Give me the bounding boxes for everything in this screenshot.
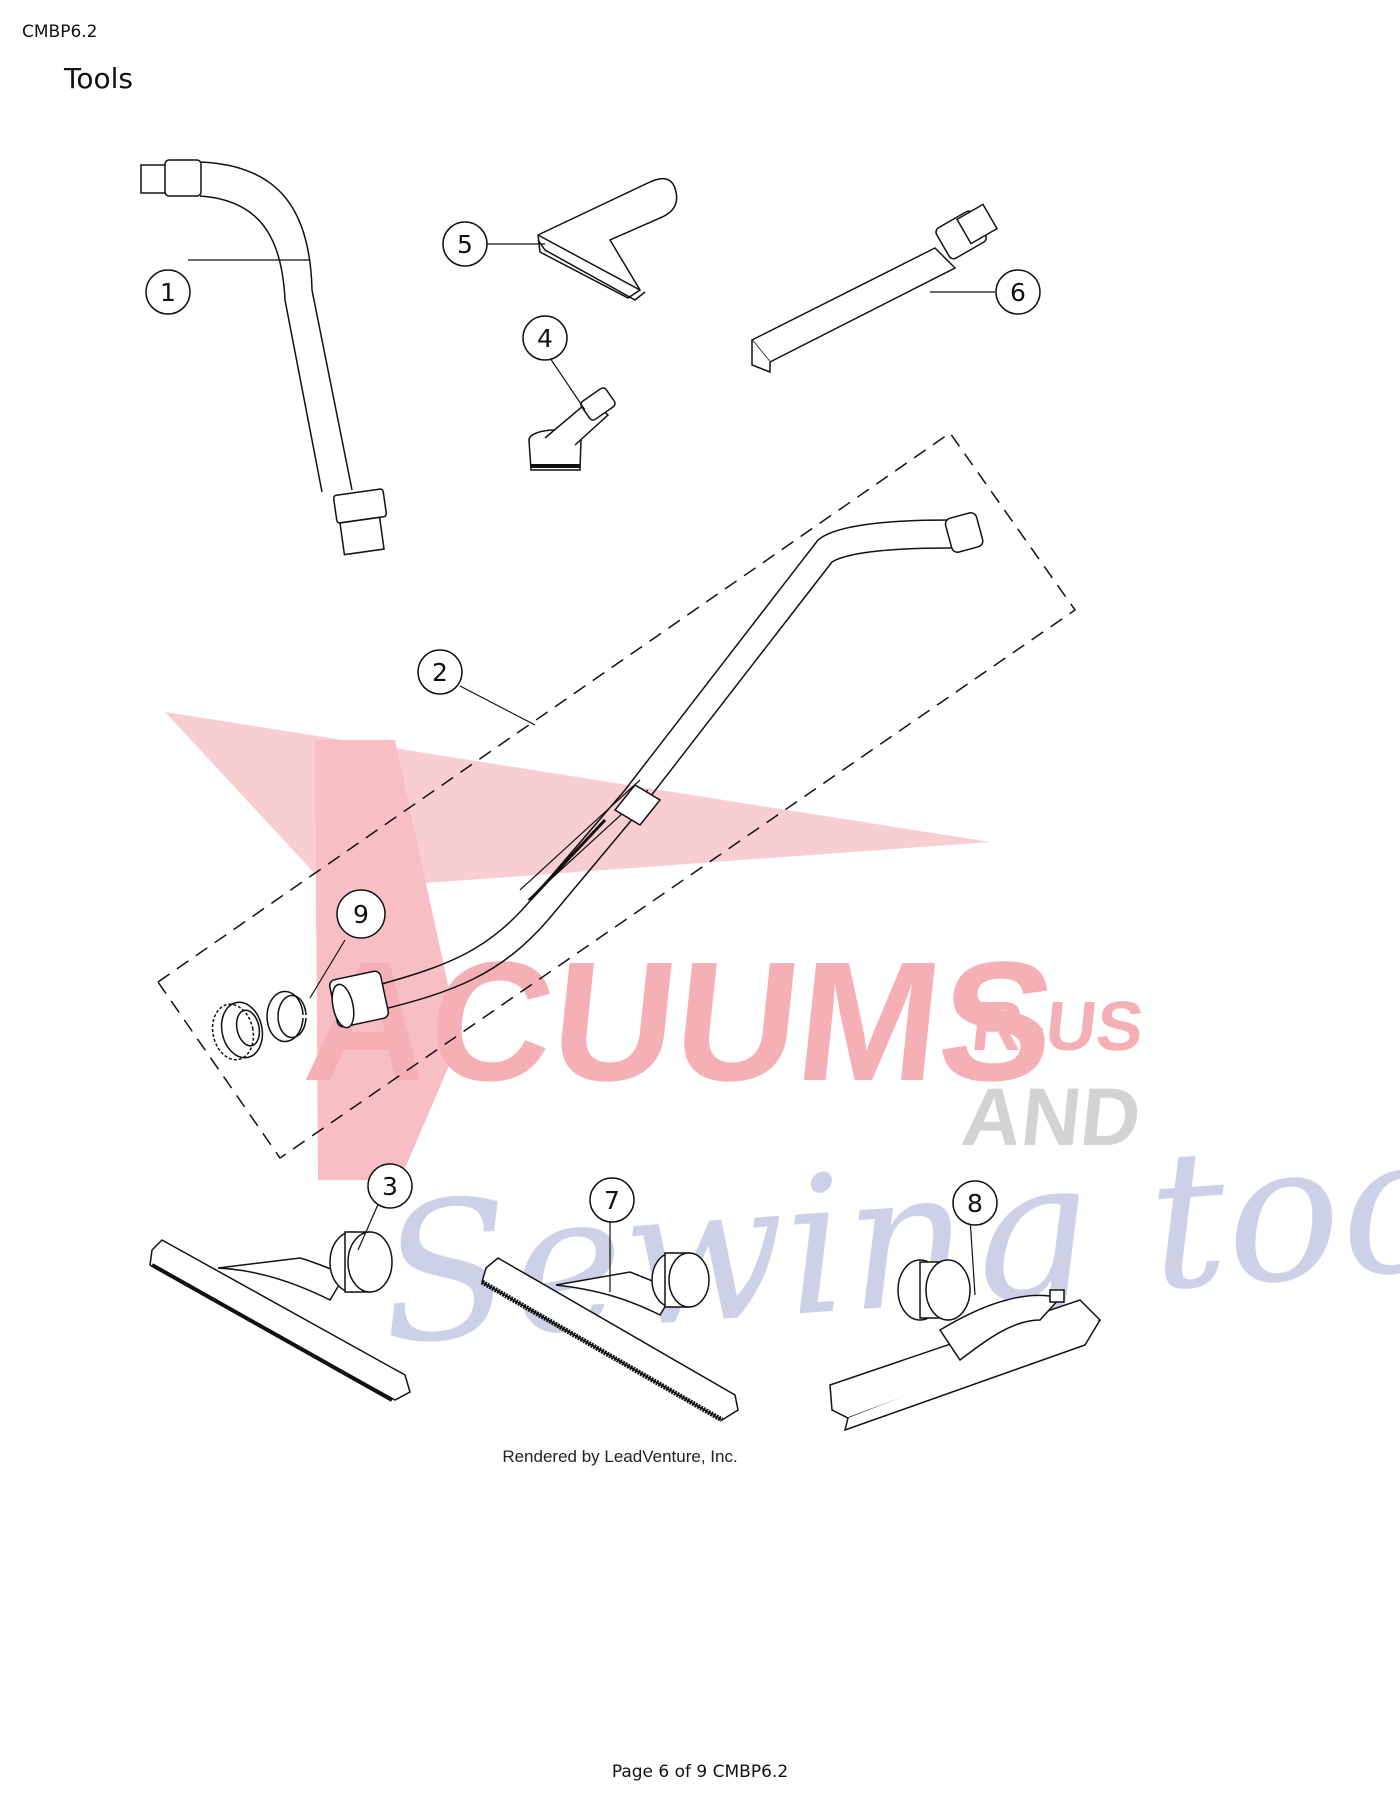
- render-credit: Rendered by LeadVenture, Inc.: [502, 1447, 737, 1466]
- callout-4-label: 4: [537, 324, 553, 353]
- assembly-boundary: [156, 431, 1077, 1160]
- callout-9-label: 9: [353, 900, 369, 929]
- page-footer: Page 6 of 9 CMBP6.2: [611, 1762, 789, 1782]
- callout-1-label: 1: [160, 278, 176, 307]
- watermark-red-v: [315, 740, 460, 1180]
- watermark-script: Sewing too: [373, 1092, 1400, 1387]
- callout-2-label: 2: [432, 658, 448, 687]
- part-9-retaining-nut: [211, 1001, 264, 1061]
- callout-6: 6: [995, 269, 1041, 315]
- document-id: CMBP6.2: [22, 22, 98, 42]
- part-3-floor-tool: [149, 1231, 411, 1402]
- watermark-text-and: AND: [958, 1072, 1145, 1163]
- callout-5-label: 5: [457, 230, 473, 259]
- callout-4: 4: [522, 315, 568, 361]
- watermark-text-r-us: R-US: [968, 986, 1147, 1065]
- callout-1: 1: [145, 269, 191, 315]
- part-4-dusting-brush: [528, 387, 616, 471]
- callout-3: 3: [367, 1163, 413, 1209]
- part-9-clip-ring: [266, 990, 307, 1043]
- part-2-wand: [328, 512, 984, 1029]
- part-7-floor-brush: [480, 1252, 739, 1423]
- page-title: Tools: [64, 62, 133, 95]
- callout-8: 8: [952, 1180, 998, 1226]
- callout-8-label: 8: [967, 1189, 983, 1218]
- part-6-crevice-tool: [750, 203, 999, 374]
- callout-7: 7: [589, 1177, 635, 1223]
- callout-7-label: 7: [604, 1186, 620, 1215]
- watermark-red-banner: [165, 712, 990, 890]
- part-5-upholstery-tool: [537, 177, 678, 301]
- callout-6-label: 6: [1010, 278, 1026, 307]
- callout-3-label: 3: [382, 1172, 398, 1201]
- callout-9: 9: [336, 889, 386, 939]
- callout-5: 5: [442, 221, 488, 267]
- callout-2: 2: [417, 649, 463, 695]
- part-1-curved-hose: [140, 159, 388, 556]
- part-8-squeegee-tool: [829, 1259, 1102, 1432]
- watermark-text-main: ACUUMS: [298, 927, 1064, 1116]
